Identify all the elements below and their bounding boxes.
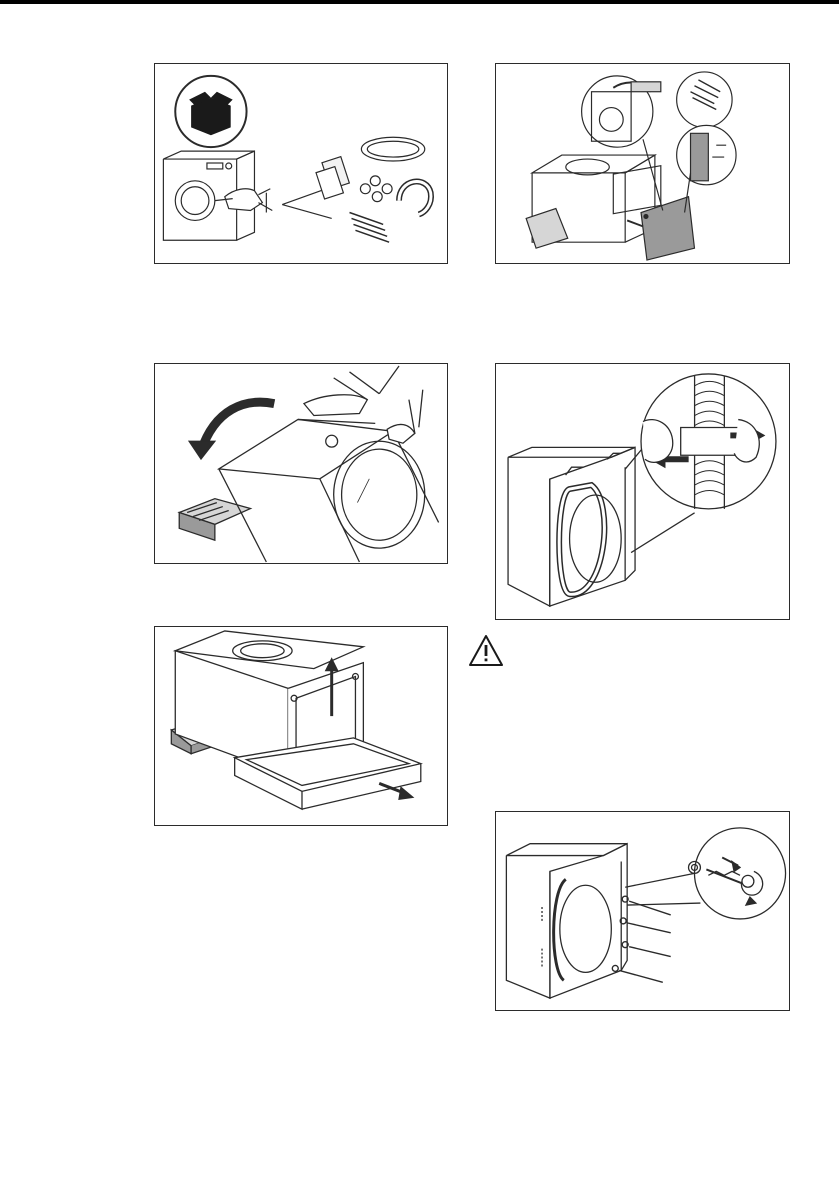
- panel-plate-icon: [627, 197, 694, 260]
- packaging-base-icon: [179, 499, 250, 541]
- transit-bolts-illustration: [496, 812, 789, 1010]
- back-panel-illustration: [496, 64, 789, 263]
- callout-lines-icon: [625, 871, 704, 905]
- figure-hose-clip: [495, 363, 790, 620]
- unpack-illustration: [155, 64, 447, 263]
- figure-unpack-accessories: [154, 63, 448, 264]
- base-removal-illustration: [155, 627, 447, 825]
- machine-back-icon: [508, 447, 635, 606]
- accessories-icon: [314, 125, 439, 242]
- callout-screws-icon: [677, 72, 732, 127]
- figure-transit-bolts: [495, 811, 790, 1011]
- top-rule: [0, 0, 839, 4]
- hand-icon: [215, 189, 272, 213]
- callout-bolt-icon: [694, 828, 785, 919]
- box-icon: [189, 92, 233, 136]
- warning-icon: [468, 634, 504, 668]
- figure-back-panel: [495, 63, 790, 264]
- figure-base-removal: [154, 626, 448, 826]
- machine-rear-icon: [526, 155, 661, 248]
- tilt-illustration: [155, 364, 447, 563]
- hose-clip-illustration: [496, 364, 789, 619]
- figure-tilt-machine: [154, 363, 448, 564]
- machine-rear-icon: [506, 844, 627, 998]
